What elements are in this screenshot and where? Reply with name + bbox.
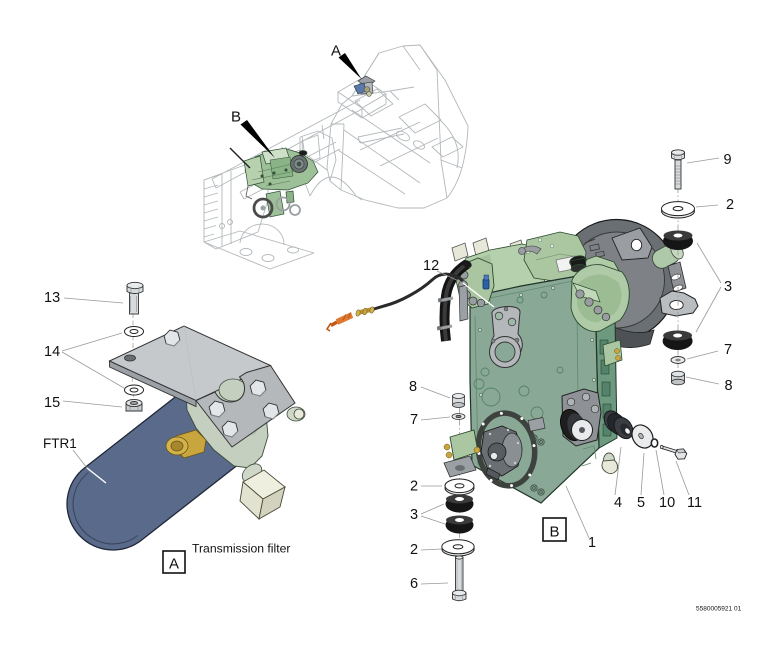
svg-text:6: 6: [410, 576, 418, 592]
svg-text:A: A: [169, 556, 179, 573]
svg-text:2: 2: [410, 542, 418, 558]
svg-text:B: B: [231, 109, 241, 126]
svg-text:Transmission filter: Transmission filter: [192, 542, 290, 556]
svg-text:7: 7: [724, 342, 732, 358]
svg-text:3: 3: [724, 279, 732, 295]
svg-text:8: 8: [409, 379, 417, 395]
svg-text:B: B: [550, 524, 560, 541]
svg-text:11: 11: [687, 495, 702, 511]
svg-text:5: 5: [637, 495, 645, 511]
svg-text:8: 8: [725, 378, 733, 394]
svg-text:13: 13: [44, 290, 60, 306]
svg-text:A: A: [331, 43, 341, 60]
svg-text:14: 14: [44, 344, 60, 360]
svg-text:5580005921 01: 5580005921 01: [696, 606, 742, 613]
svg-text:4: 4: [614, 495, 622, 511]
svg-text:1: 1: [588, 535, 596, 551]
svg-text:FTR1: FTR1: [43, 436, 77, 451]
svg-text:15: 15: [44, 395, 60, 411]
svg-text:3: 3: [410, 507, 418, 523]
svg-text:10: 10: [659, 495, 675, 511]
svg-text:7: 7: [410, 412, 418, 428]
svg-text:12: 12: [423, 258, 439, 274]
svg-text:2: 2: [726, 197, 734, 213]
svg-text:9: 9: [724, 152, 732, 168]
svg-text:2: 2: [410, 479, 418, 495]
